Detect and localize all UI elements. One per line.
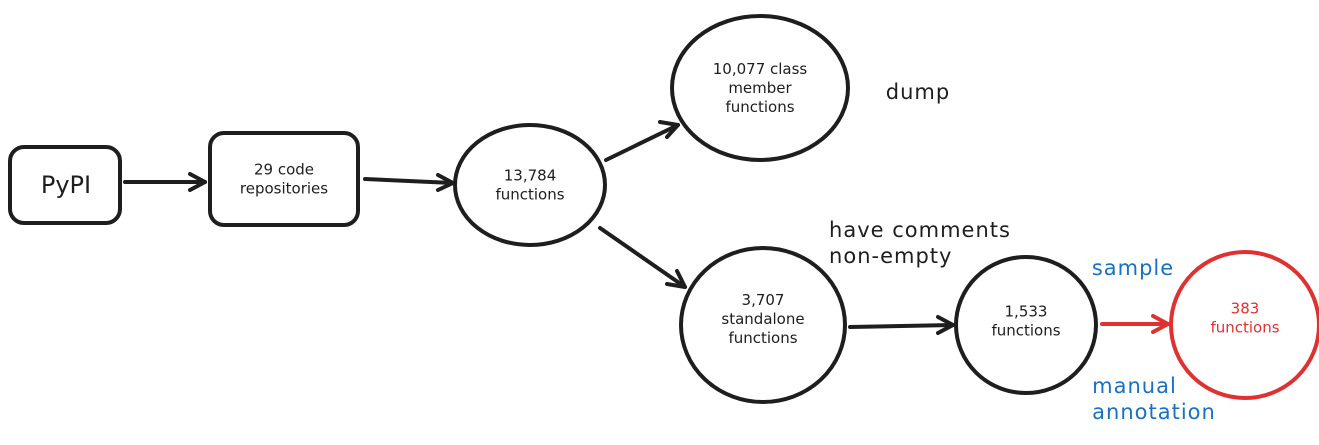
dump-annotation: dump (885, 79, 951, 104)
sample-annotation: sample (1091, 255, 1175, 280)
arrowhead-repos-to-functions (436, 173, 455, 192)
filtered-label-line2: functions (991, 321, 1061, 339)
class-member-label: 10,077 class member functions (713, 60, 808, 116)
class-member-label-line1: 10,077 class (712, 59, 808, 78)
manual-annotation: manual annotation (1092, 373, 1216, 426)
class-member-label-line2: member (728, 78, 792, 97)
filter-annotation-line1: have comments (829, 217, 1011, 242)
standalone-label-line3: functions (728, 328, 798, 347)
repos-label-line2: repositories (239, 179, 329, 197)
edge-standalone-to-filtered (848, 323, 955, 329)
filter-annotation-line2: non-empty (829, 244, 953, 268)
arrowhead-functions-to-class-member (658, 120, 680, 139)
arrowhead-pypi-to-repos (188, 172, 207, 192)
filtered-label-line1: 1,533 (1004, 302, 1048, 321)
edge-repos-to-functions (363, 177, 455, 185)
edge-functions-to-class-member (604, 123, 680, 162)
standalone-label: 3,707 standalone functions (721, 291, 804, 347)
class-member-node (670, 14, 850, 162)
standalone-node (679, 246, 847, 404)
repos-label: 29 code repositories (240, 160, 328, 198)
sampled-node (1169, 250, 1319, 400)
all-functions-label: 13,784 functions (495, 166, 564, 204)
all-functions-label-line2: functions (495, 185, 565, 203)
filter-annotation: have comments non-empty (829, 217, 1011, 270)
sampled-label-line1: 383 (1230, 299, 1260, 318)
edge-functions-to-standalone (598, 226, 687, 289)
repos-node (208, 131, 360, 227)
manual-annotation-line2: annotation (1092, 400, 1216, 424)
standalone-label-line2: standalone (721, 309, 805, 328)
class-member-label-line3: functions (725, 97, 795, 116)
arrowhead-functions-to-standalone (665, 269, 687, 289)
arrowhead-filtered-to-sampled (1151, 314, 1170, 334)
filtered-node (954, 255, 1098, 395)
repos-label-line1: 29 code (253, 160, 315, 179)
sampled-label-line2: functions (1210, 318, 1280, 336)
standalone-label-line1: 3,707 (741, 290, 785, 309)
manual-annotation-line1: manual (1092, 373, 1177, 398)
pypi-node (8, 145, 122, 225)
all-functions-label-line1: 13,784 (503, 166, 557, 185)
arrowhead-standalone-to-filtered (936, 315, 955, 335)
sampled-label: 383 functions (1210, 299, 1279, 337)
pypi-label: PyPI (40, 171, 92, 199)
filtered-label: 1,533 functions (991, 302, 1060, 340)
all-functions-node (453, 123, 607, 247)
